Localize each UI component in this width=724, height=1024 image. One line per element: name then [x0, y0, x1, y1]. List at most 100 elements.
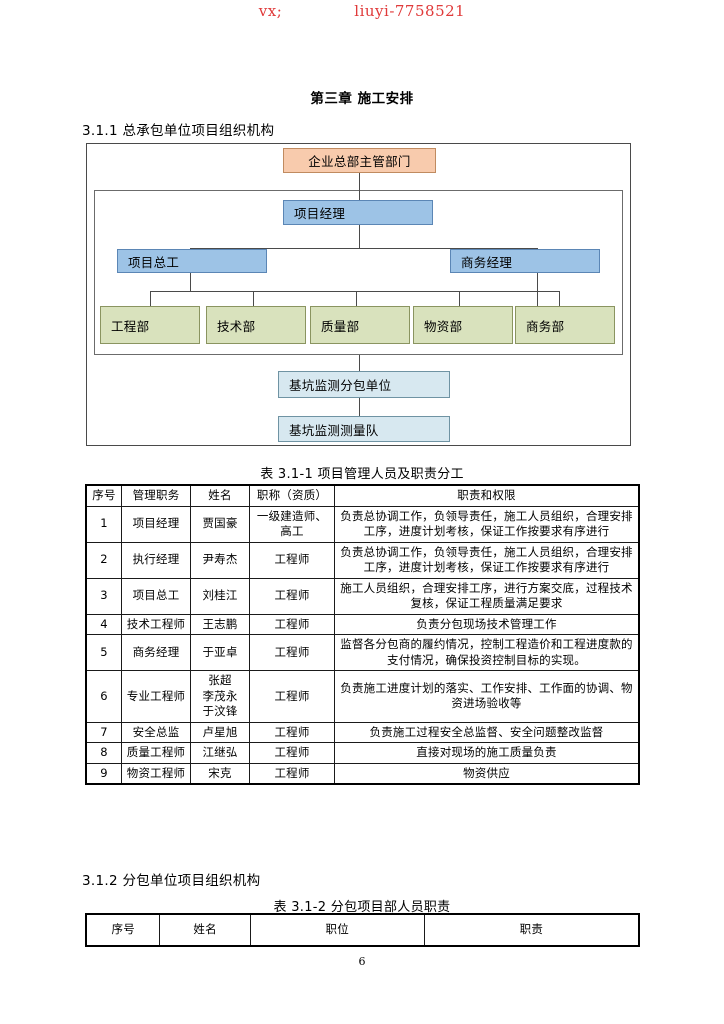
cell-title: 一级建造师、高工	[249, 505, 335, 543]
cell-post: 执行经理	[121, 541, 191, 579]
cell-post: 安全总监	[121, 721, 191, 744]
cell-post: 项目总工	[121, 577, 191, 615]
cell-name: 江继弘	[190, 742, 250, 764]
th-duty: 职责和权限	[334, 484, 640, 507]
table-header-row: 序号 姓名 职位 职责	[85, 913, 640, 947]
cell-post: 商务经理	[121, 634, 191, 672]
watermark-right: liuyi-7758521	[354, 2, 466, 20]
table-row: 3 项目总工 刘桂江 工程师 施工人员组织，合理安排工序，进行方案交底，过程技术…	[85, 577, 640, 615]
connector-business-manager-down	[537, 273, 538, 306]
table-row: 2 执行经理 尹寿杰 工程师 负责总协调工作，负领导责任，施工人员组织，合理安排…	[85, 541, 640, 579]
cell-title: 工程师	[249, 721, 335, 744]
org-node-department-engineering: 工程部	[100, 306, 200, 344]
cell-duty: 负责分包现场技术管理工作	[334, 613, 640, 636]
table-row: 4 技术工程师 王志鹏 工程师 负责分包现场技术管理工作	[85, 613, 640, 636]
section-heading-311: 3.1.1 总承包单位项目组织机构	[82, 123, 275, 139]
section-heading-312: 3.1.2 分包单位项目组织机构	[82, 873, 261, 889]
org-node-department-commerce: 商务部	[515, 306, 615, 344]
page-title: 第三章 施工安排	[310, 91, 414, 107]
th-name: 姓名	[159, 913, 251, 947]
cell-title: 工程师	[249, 670, 335, 723]
connector-head-to-manager	[359, 173, 360, 201]
cell-no: 8	[85, 742, 122, 764]
th-name: 姓名	[190, 484, 250, 507]
cell-name: 宋克	[190, 762, 250, 785]
cell-title: 工程师	[249, 577, 335, 615]
org-node-department-quality: 质量部	[310, 306, 410, 344]
org-node-project-manager: 项目经理	[283, 200, 433, 225]
watermark-text: vx; liuyi-7758521	[0, 2, 724, 20]
connector-dept-drop-1	[150, 291, 151, 306]
connector-departments-bar	[150, 291, 559, 292]
cell-duty: 负责总协调工作，负领导责任，施工人员组织，合理安排工序，进度计划考核，保证工作按…	[334, 541, 640, 579]
table-row: 6 专业工程师 张超李茂永于汶锋 工程师 负责施工进度计划的落实、工作安排、工作…	[85, 670, 640, 723]
th-duty: 职责	[423, 913, 640, 947]
cell-duty: 施工人员组织，合理安排工序，进行方案交底，过程技术复核，保证工程质量满足要求	[334, 577, 640, 615]
cell-title: 工程师	[249, 762, 335, 785]
table-row: 7 安全总监 卢星旭 工程师 负责施工过程安全总监督、安全问题整改监督	[85, 721, 640, 744]
connector-chief-engineer-down	[190, 273, 191, 291]
cell-name: 王志鹏	[190, 613, 250, 636]
cell-post: 物资工程师	[121, 762, 191, 785]
cell-name: 刘桂江	[190, 577, 250, 615]
cell-duty: 监督各分包商的履约情况，控制工程造价和工程进度款的支付情况，确保投资控制目标的实…	[334, 634, 640, 672]
table-row: 1 项目经理 贾国豪 一级建造师、高工 负责总协调工作，负领导责任，施工人员组织…	[85, 505, 640, 543]
cell-post: 专业工程师	[121, 670, 191, 723]
cell-no: 5	[85, 634, 122, 672]
org-chart-inner-frame	[94, 190, 623, 355]
th-title: 职称（资质）	[249, 484, 335, 507]
connector-dept-drop-5	[559, 291, 560, 306]
org-node-department-technical: 技术部	[206, 306, 306, 344]
org-node-chief-engineer: 项目总工	[117, 249, 267, 273]
table-row: 9 物资工程师 宋克 工程师 物资供应	[85, 762, 640, 785]
th-no: 序号	[85, 484, 122, 507]
connector-dept-drop-4	[459, 291, 460, 306]
table1-body: 1 项目经理 贾国豪 一级建造师、高工 负责总协调工作，负领导责任，施工人员组织…	[85, 505, 640, 785]
table2-caption: 表 3.1-2 分包项目部人员职责	[273, 900, 451, 915]
cell-name: 卢星旭	[190, 721, 250, 744]
cell-post: 项目经理	[121, 505, 191, 543]
org-node-monitoring-subcontractor: 基坑监测分包单位	[278, 371, 450, 398]
management-personnel-table: 序号 管理职务 姓名 职称（资质） 职责和权限 1 项目经理 贾国豪 一级建造师…	[85, 484, 640, 786]
connector-manager-down	[359, 225, 360, 248]
cell-name: 贾国豪	[190, 505, 250, 543]
org-node-department-materials: 物资部	[413, 306, 513, 344]
table-header-row: 序号 管理职务 姓名 职称（资质） 职责和权限	[85, 484, 640, 507]
cell-no: 9	[85, 762, 122, 785]
cell-duty: 负责施工过程安全总监督、安全问题整改监督	[334, 721, 640, 744]
table-row: 8 质量工程师 江继弘 工程师 直接对现场的施工质量负责	[85, 742, 640, 764]
cell-title: 工程师	[249, 541, 335, 579]
connector-to-sub-unit	[359, 355, 360, 371]
page-number: 6	[358, 955, 366, 968]
cell-name: 尹寿杰	[190, 541, 250, 579]
cell-post: 技术工程师	[121, 613, 191, 636]
cell-name: 张超李茂永于汶锋	[190, 670, 250, 723]
cell-no: 2	[85, 541, 122, 579]
cell-duty: 直接对现场的施工质量负责	[334, 742, 640, 764]
cell-no: 7	[85, 721, 122, 744]
th-post: 管理职务	[121, 484, 191, 507]
connector-manager-split	[190, 248, 537, 249]
table1-caption: 表 3.1-1 项目管理人员及职责分工	[260, 467, 464, 482]
org-node-head-office: 企业总部主管部门	[283, 148, 436, 173]
connector-dept-drop-2	[253, 291, 254, 306]
connector-dept-drop-3	[356, 291, 357, 306]
cell-duty: 负责施工进度计划的落实、工作安排、工作面的协调、物资进场验收等	[334, 670, 640, 723]
subcontractor-personnel-table: 序号 姓名 职位 职责	[85, 913, 640, 947]
cell-no: 4	[85, 613, 122, 636]
cell-name: 于亚卓	[190, 634, 250, 672]
cell-title: 工程师	[249, 613, 335, 636]
cell-title: 工程师	[249, 742, 335, 764]
cell-post: 质量工程师	[121, 742, 191, 764]
watermark-left: vx;	[258, 2, 283, 20]
cell-duty: 负责总协调工作，负领导责任，施工人员组织，合理安排工序，进度计划考核，保证工作按…	[334, 505, 640, 543]
cell-no: 1	[85, 505, 122, 543]
table-row: 5 商务经理 于亚卓 工程师 监督各分包商的履约情况，控制工程造价和工程进度款的…	[85, 634, 640, 672]
cell-title: 工程师	[249, 634, 335, 672]
cell-no: 3	[85, 577, 122, 615]
th-no: 序号	[85, 913, 161, 947]
org-node-business-manager: 商务经理	[450, 249, 600, 273]
connector-sub-unit-to-team	[359, 398, 360, 416]
th-position: 职位	[249, 913, 425, 947]
